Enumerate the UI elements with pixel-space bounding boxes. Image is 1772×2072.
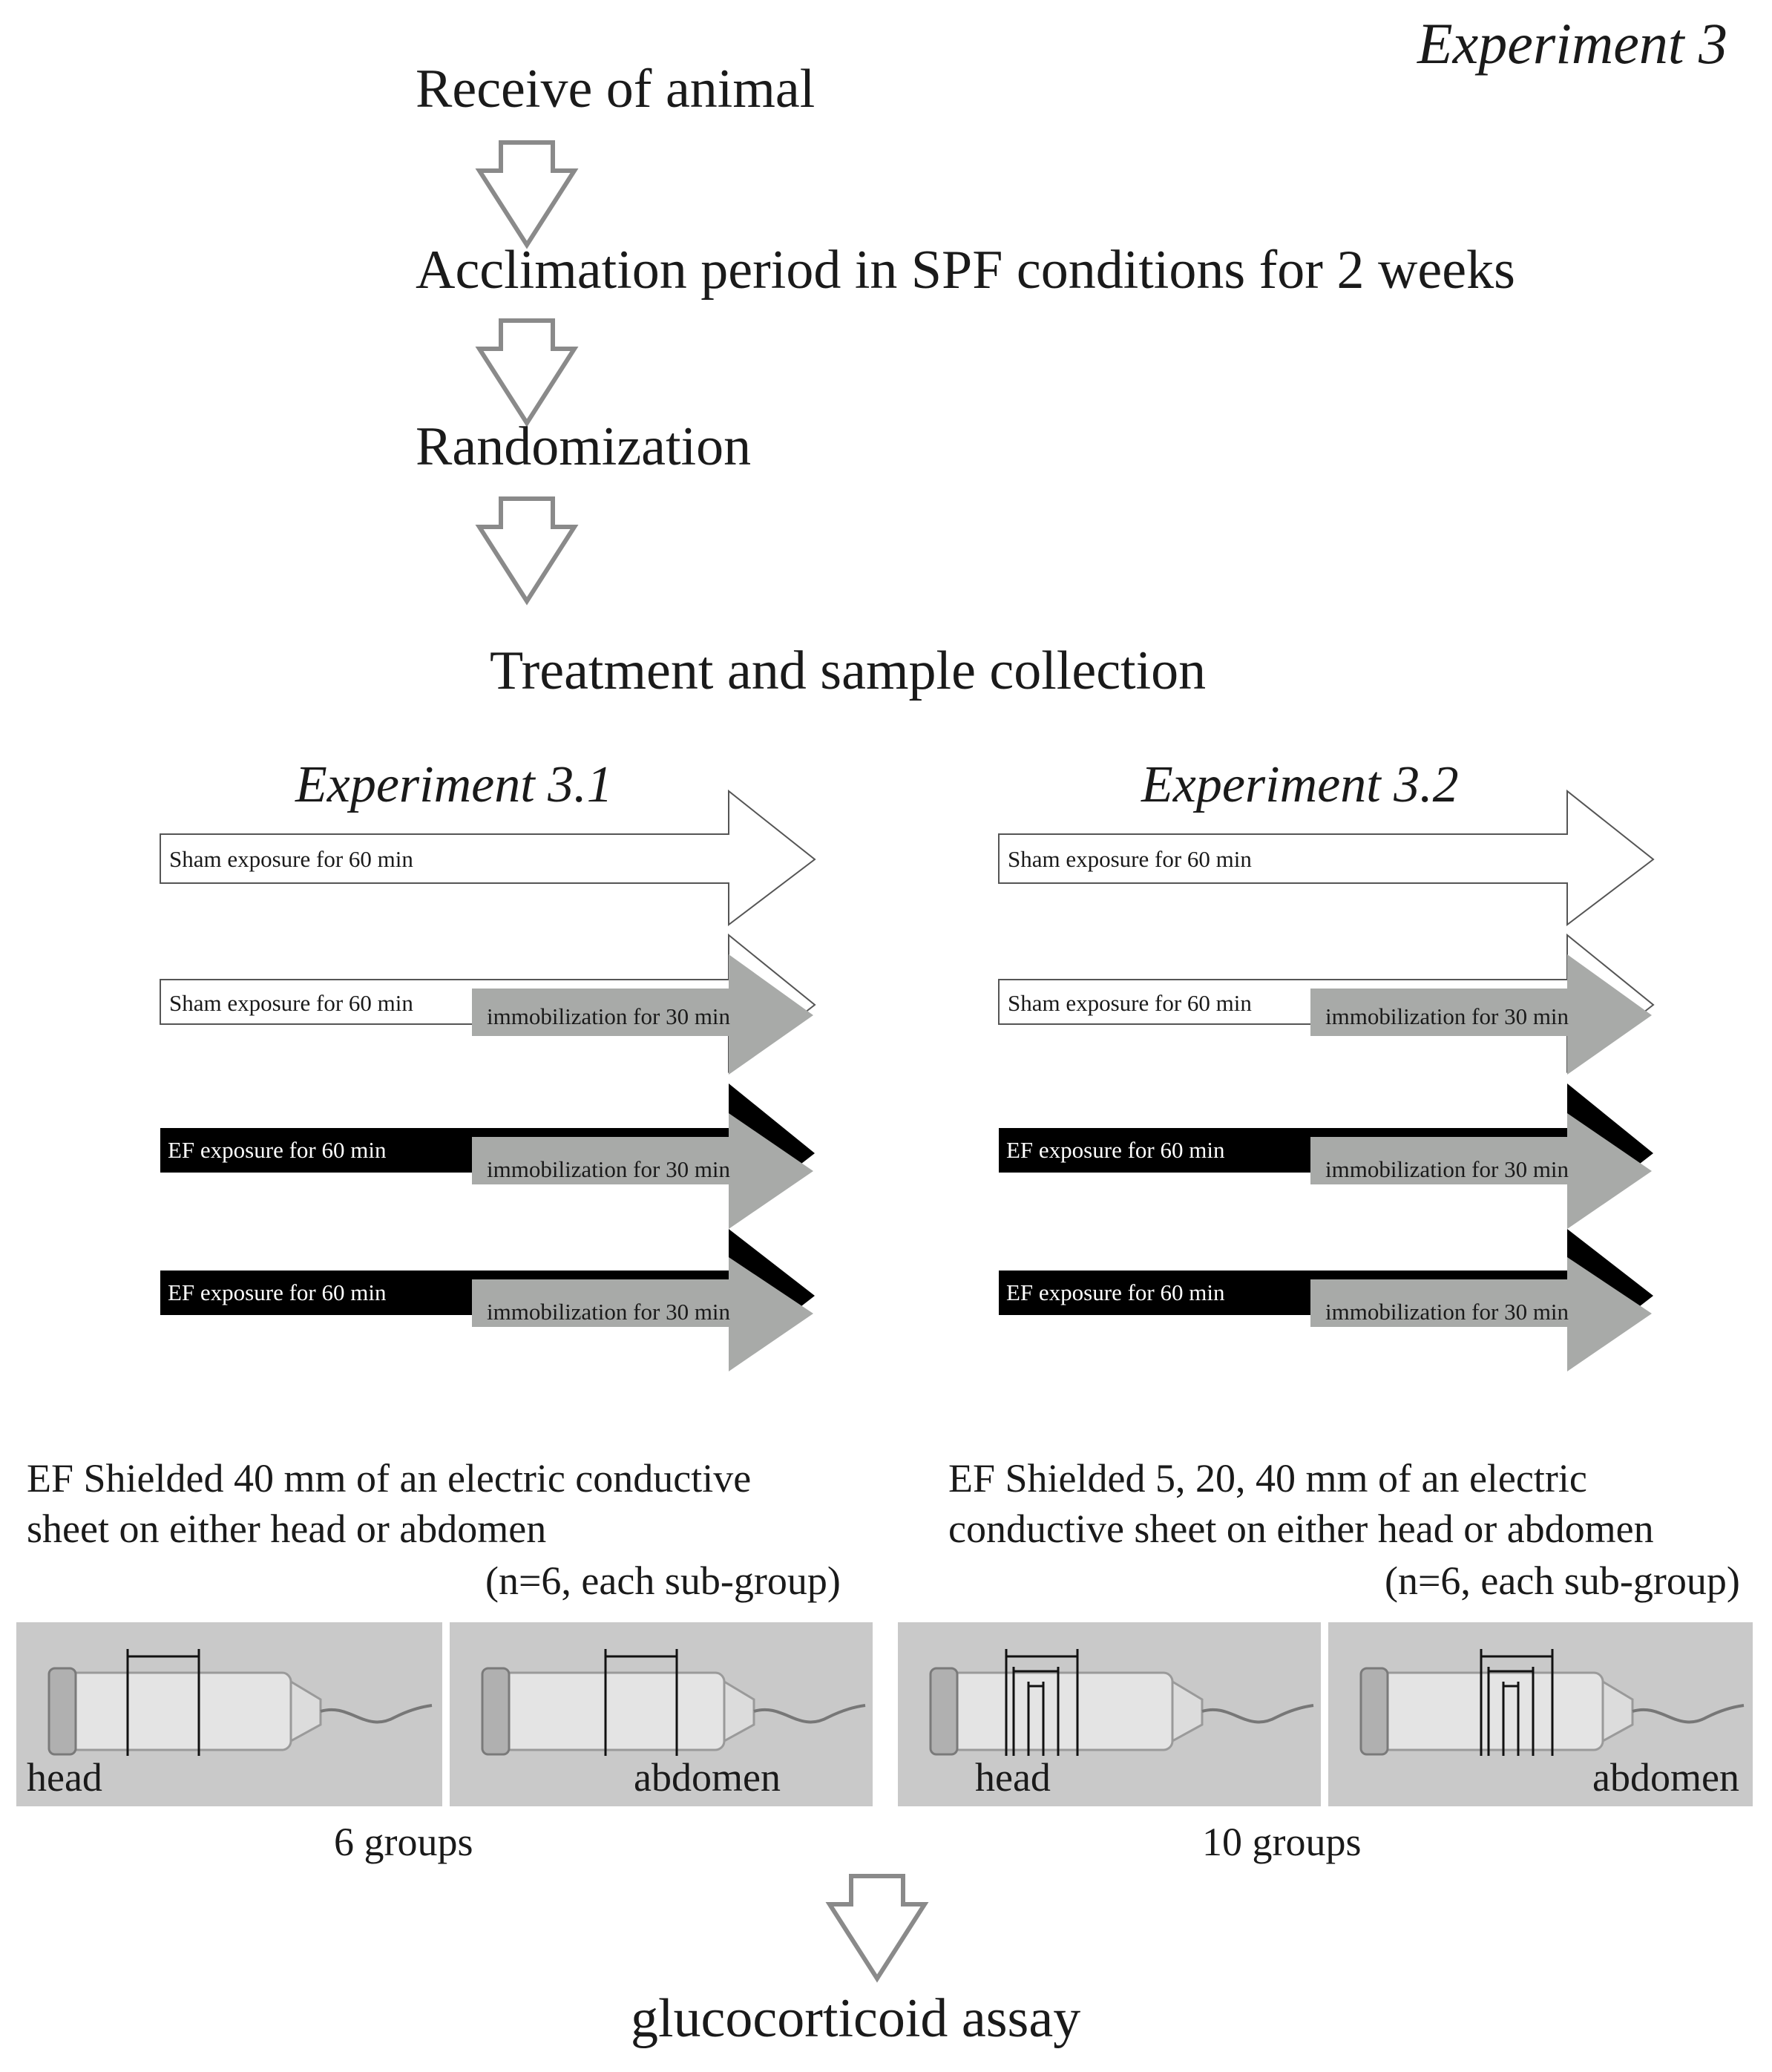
experiment-3-2-title: Experiment 3.2 — [1141, 756, 1459, 813]
ef-immobilization-arrow: EF exposure for 60 min immobilization fo… — [999, 1229, 1653, 1371]
sham-immobilization-arrow: Sham exposure for 60 min immobilization … — [998, 933, 1655, 1075]
down-arrow-icon — [475, 496, 579, 606]
photo-label-head: head — [975, 1755, 1051, 1800]
experiment-3-1-description: EF Shielded 40 mm of an electric conduct… — [27, 1453, 751, 1554]
photo-abdomen-3-1: abdomen — [450, 1622, 873, 1806]
down-arrow-icon — [475, 318, 579, 427]
photo-head-3-2: head — [898, 1622, 1321, 1806]
down-arrow-icon — [475, 140, 579, 249]
photo-label-abdomen: abdomen — [1592, 1755, 1739, 1800]
step-treatment: Treatment and sample collection — [490, 640, 1207, 701]
description-line: sheet on either head or abdomen — [27, 1507, 547, 1551]
description-line: EF Shielded 40 mm of an electric conduct… — [27, 1456, 752, 1501]
experiment-3-1-groups: 6 groups — [334, 1820, 473, 1864]
immobilization-label: immobilization for 30 min — [487, 1299, 731, 1325]
experiment-3-1-title: Experiment 3.1 — [295, 756, 613, 813]
ef-immobilization-arrow: EF exposure for 60 min immobilization fo… — [999, 1083, 1653, 1229]
step-acclimation: Acclimation period in SPF conditions for… — [416, 240, 1515, 301]
step-glucocorticoid-assay: glucocorticoid assay — [631, 1988, 1081, 2049]
experiment-3-2-n-note: (n=6, each sub-group) — [1385, 1558, 1740, 1603]
step-receive-animal: Receive of animal — [416, 59, 816, 119]
ef-immobilization-arrow: EF exposure for 60 min immobilization fo… — [160, 1083, 815, 1229]
immobilization-label: immobilization for 30 min — [1325, 1156, 1569, 1182]
immobilization-label: immobilization for 30 min — [487, 1003, 731, 1029]
ef-exposure-label: EF exposure for 60 min — [168, 1137, 387, 1163]
immobilization-label: immobilization for 30 min — [1325, 1299, 1569, 1325]
description-line: conductive sheet on either head or abdom… — [948, 1507, 1654, 1551]
sham-immobilization-arrow: Sham exposure for 60 min immobilization … — [160, 933, 816, 1075]
experiment-3-1-arrows: Sham exposure for 60 min Sham exposure f… — [160, 789, 816, 1371]
experiment-3-2-description: EF Shielded 5, 20, 40 mm of an electric … — [948, 1453, 1654, 1554]
figure-title: Experiment 3 — [1417, 11, 1727, 76]
ef-exposure-label: EF exposure for 60 min — [168, 1279, 387, 1305]
sham-exposure-label: Sham exposure for 60 min — [169, 990, 413, 1016]
ef-immobilization-arrow: EF exposure for 60 min immobilization fo… — [160, 1229, 815, 1371]
immobilization-label: immobilization for 30 min — [487, 1156, 731, 1182]
photo-label-abdomen: abdomen — [634, 1755, 781, 1800]
immobilization-label: immobilization for 30 min — [1325, 1003, 1569, 1029]
ef-exposure-label: EF exposure for 60 min — [1006, 1137, 1225, 1163]
down-arrow-icon — [825, 1874, 929, 1983]
photo-label-head: head — [27, 1755, 102, 1800]
sham-exposure-arrow: Sham exposure for 60 min — [160, 789, 816, 927]
sham-exposure-label: Sham exposure for 60 min — [1008, 846, 1252, 872]
step-randomization: Randomization — [416, 416, 752, 477]
sham-exposure-label: Sham exposure for 60 min — [169, 846, 413, 872]
photo-head-3-1: head — [16, 1622, 442, 1806]
sham-exposure-label: Sham exposure for 60 min — [1008, 990, 1252, 1016]
experiment-3-2-arrows: Sham exposure for 60 min Sham exposure f… — [998, 789, 1655, 1371]
photo-abdomen-3-2: abdomen — [1328, 1622, 1753, 1806]
description-line: EF Shielded 5, 20, 40 mm of an electric — [948, 1456, 1587, 1501]
experiment-3-2-groups: 10 groups — [1202, 1820, 1362, 1864]
experiment-3-1-n-note: (n=6, each sub-group) — [485, 1558, 841, 1603]
sham-exposure-arrow: Sham exposure for 60 min — [998, 789, 1655, 927]
ef-exposure-label: EF exposure for 60 min — [1006, 1279, 1225, 1305]
